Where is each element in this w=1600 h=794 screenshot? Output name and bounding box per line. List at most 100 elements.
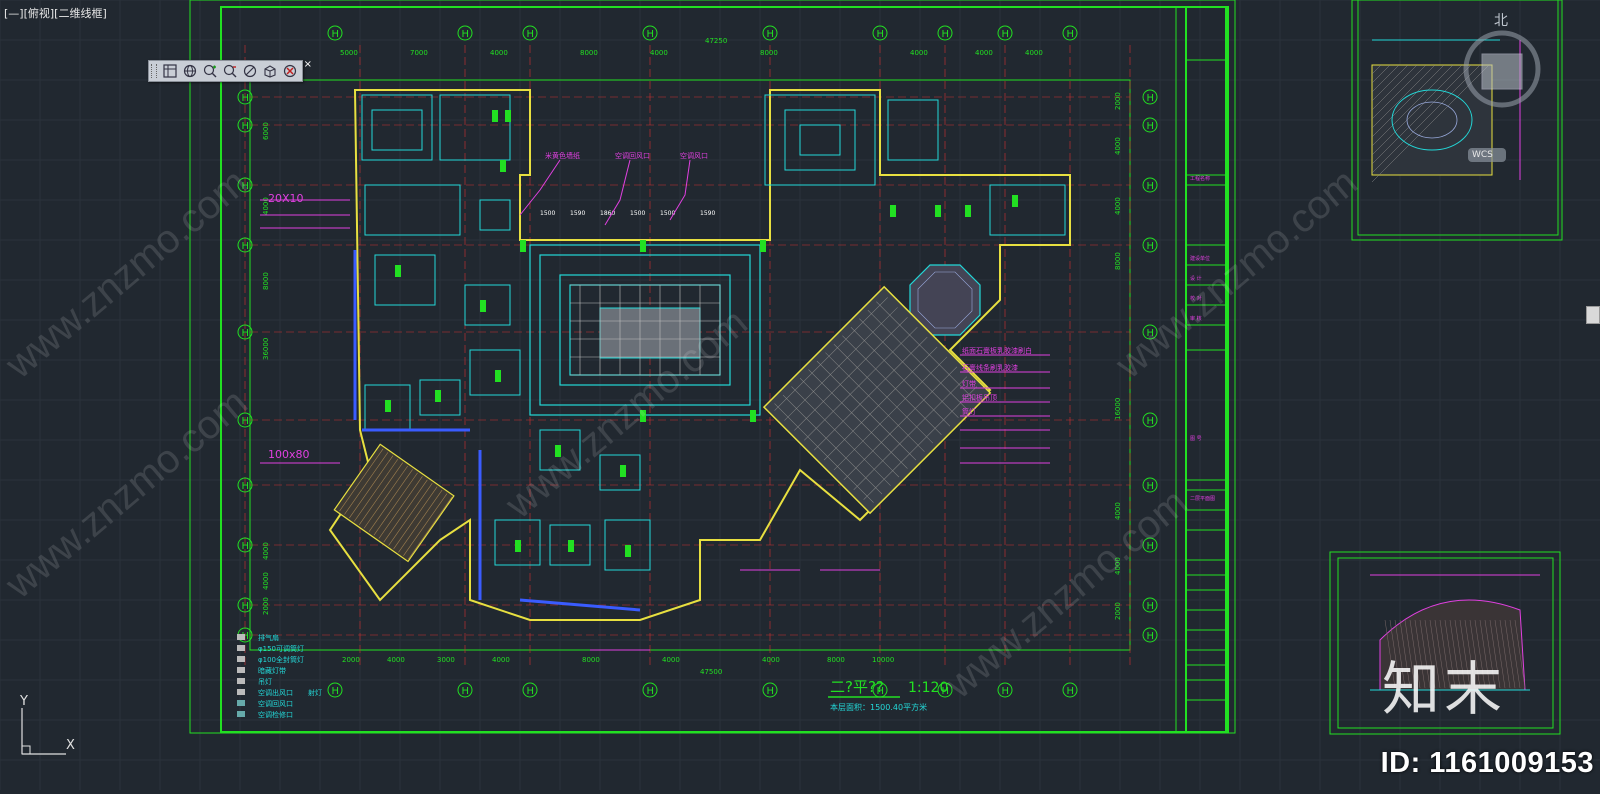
axis-bubble: [457, 25, 473, 41]
axis-bubble-label: H: [242, 181, 250, 192]
title-text: 二?平??: [830, 678, 884, 696]
dimension-label: 4000: [662, 656, 680, 664]
axis-bubble-label: H: [942, 29, 950, 40]
legend-swatch: [237, 634, 245, 640]
axis-bubble-label: H: [1147, 121, 1155, 132]
axis-bubble: [237, 324, 253, 340]
dimension-label: 4000: [262, 542, 270, 560]
light-fixture: [385, 400, 391, 412]
axis-bubble: [1062, 682, 1078, 698]
axis-bubble: [1142, 537, 1158, 553]
callout-label: 纸面石膏板乳胶漆刷白: [962, 346, 1032, 355]
axis-bubble: [237, 89, 253, 105]
light-fixture: [965, 205, 971, 217]
legend-label: 空调检修口: [258, 710, 293, 719]
dimension-label: 4000: [975, 49, 993, 57]
light-fixture: [495, 370, 501, 382]
axis-bubble-label: H: [1002, 686, 1010, 697]
axis-bubble: [937, 682, 953, 698]
dimension-label: 36000: [262, 338, 270, 360]
legend: 排气扇φ150可调筒灯φ100全封筒灯暗藏灯带吊灯空调出风口空调回风口空调检修口…: [237, 633, 322, 719]
legend-swatch: [237, 678, 245, 684]
dimension-label: 2000: [1114, 92, 1122, 110]
dimension-total: 47500: [700, 668, 722, 676]
axis-bubble-label: H: [242, 328, 250, 339]
dimension-label: 2000: [262, 597, 270, 615]
dimension-label: 16000: [1114, 398, 1122, 420]
light-fixture: [625, 545, 631, 557]
axis-bubble: [1142, 237, 1158, 253]
axis-bubble-label: H: [242, 241, 250, 252]
zoom-out-icon[interactable]: [221, 62, 239, 80]
callout-label: 筒灯: [962, 407, 976, 416]
toolbar-grip[interactable]: [151, 64, 157, 78]
legend-label: 射灯: [308, 688, 322, 697]
axis-bubble: [642, 682, 658, 698]
dimension-label: 4000: [490, 49, 508, 57]
viewport-view-label[interactable]: [—][俯视][二维线框]: [4, 7, 107, 20]
dimension-label: 8000: [580, 49, 598, 57]
room-dimension: 1500: [630, 210, 645, 217]
ucs-x-label: X: [66, 738, 75, 753]
room-dimension: 1590: [700, 210, 715, 217]
axis-bubble: [237, 237, 253, 253]
light-fixture: [492, 110, 498, 122]
axis-bubble: [522, 682, 538, 698]
north-label[interactable]: 北: [1494, 13, 1508, 29]
axis-bubble: [937, 25, 953, 41]
compass-ring-icon[interactable]: [1460, 24, 1550, 119]
axis-bubble-label: H: [332, 29, 340, 40]
dimension-label: 4000: [1114, 557, 1122, 575]
light-fixture: [480, 300, 486, 312]
legend-swatch: [237, 656, 245, 662]
axis-bubble: [237, 477, 253, 493]
axis-bubble-label: H: [1147, 481, 1155, 492]
light-fixture: [890, 205, 896, 217]
room-dimension: 1860: [600, 210, 615, 217]
light-fixture: [1012, 195, 1018, 207]
vertical-scrollbar[interactable]: [1586, 306, 1600, 324]
3d-box-icon[interactable]: [261, 62, 279, 80]
toolbar-close-button[interactable]: ×: [303, 59, 312, 70]
zoom-in-icon[interactable]: [201, 62, 219, 80]
light-fixture: [395, 265, 401, 277]
legend-label: 空调出风口: [258, 688, 293, 697]
axis-bubble-label: H: [242, 541, 250, 552]
viewcube-icon[interactable]: [161, 62, 179, 80]
ucs-icon: Y X: [14, 694, 84, 760]
axis-bubble-label: H: [1147, 601, 1155, 612]
dimension-label: 4000: [910, 49, 928, 57]
annotation-100x80: 100x80: [268, 448, 310, 461]
axis-bubble-label: H: [877, 686, 885, 697]
axis-bubble-label: H: [1147, 181, 1155, 192]
dimension-label: 4000: [262, 197, 270, 215]
axis-bubble: [1142, 597, 1158, 613]
axis-bubble-label: H: [1147, 241, 1155, 252]
orbit-icon[interactable]: [181, 62, 199, 80]
dimension-label: 8000: [262, 272, 270, 290]
dimension-label: 4000: [1025, 49, 1043, 57]
viewcube[interactable]: 北 WCS: [1460, 10, 1550, 162]
room-dimension: 1500: [660, 210, 675, 217]
title-block-label: 校 对: [1190, 295, 1202, 302]
dimension-label: 4000: [387, 656, 405, 664]
axis-bubble-label: H: [1147, 328, 1155, 339]
callout-label: 灯带: [962, 379, 976, 388]
nav-close-icon[interactable]: [281, 62, 299, 80]
axis-bubble: [237, 177, 253, 193]
light-fixture: [500, 160, 506, 172]
axis-bubble-label: H: [462, 686, 470, 697]
callout-label: 石膏线条刷乳胶漆: [962, 363, 1018, 372]
axis-bubble-label: H: [527, 29, 535, 40]
axis-bubble: [457, 682, 473, 698]
wcs-menu-button[interactable]: WCS: [1472, 150, 1493, 160]
legend-label: 排气扇: [258, 633, 279, 642]
navigation-toolbar: ×: [148, 59, 312, 82]
dimension-label: 4000: [262, 572, 270, 590]
axis-bubble: [642, 25, 658, 41]
steering-wheel-icon[interactable]: [241, 62, 259, 80]
